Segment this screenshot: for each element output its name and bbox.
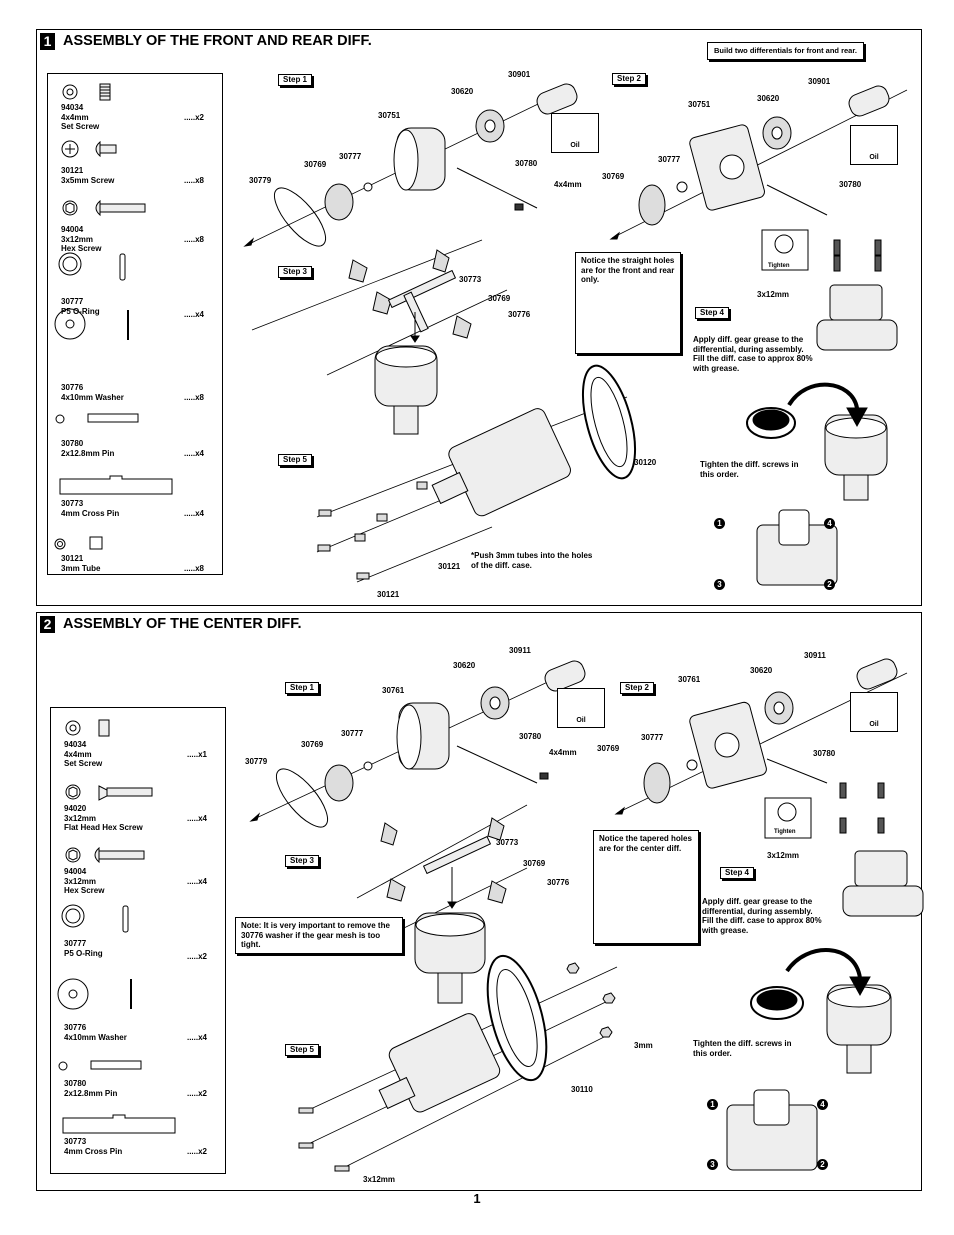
label-3x12mm-screw: 3x12mm (363, 1175, 396, 1184)
oil-box-step2: Oil (850, 125, 898, 165)
section-title: ASSEMBLY OF THE CENTER DIFF. (63, 616, 302, 632)
parts-icons (57, 719, 176, 1134)
note-straight-holes: Notice the straight holes are for the fr… (575, 252, 681, 354)
label-30121: 30121 (438, 562, 461, 571)
label-30110: 30110 (571, 1085, 593, 1094)
step-5-label: Step 5 (285, 1044, 320, 1056)
oil-box-step2: Oil (850, 692, 898, 732)
label-30780: 30780 (515, 159, 538, 168)
step-4-label: Step 4 (695, 307, 730, 319)
label-30769-step3: 30769 (488, 294, 511, 303)
label-3x12mm: 3x12mm (757, 290, 790, 299)
label-set-screw: 4x4mm (554, 180, 582, 189)
build-note: Build two differentials for front and re… (707, 42, 864, 60)
tighten-label: Tighten (768, 263, 790, 269)
label-30779: 30779 (245, 757, 268, 766)
label-30751-step2: 30751 (688, 100, 711, 109)
section-front-rear-diff: 1 ASSEMBLY OF THE FRONT AND REAR DIFF. B… (36, 29, 922, 606)
step-3-label: Step 3 (278, 266, 313, 278)
push-tubes-note: *Push 3mm tubes into the holes of the di… (471, 551, 593, 570)
order-3: 3 (707, 1159, 718, 1170)
label-30751: 30751 (378, 111, 401, 120)
label-30773: 30773 (459, 275, 482, 284)
label-30911-step2: 30911 (804, 651, 826, 660)
label-30620: 30620 (451, 87, 474, 96)
label-30780: 30780 (519, 732, 542, 741)
center-diff-diagram (249, 658, 924, 1172)
oil-box-step1: Oil (557, 688, 605, 728)
label-30769-step2: 30769 (602, 172, 625, 181)
front-rear-diff-diagram (243, 83, 908, 586)
label-30901: 30901 (508, 70, 531, 79)
label-30773: 30773 (496, 838, 519, 847)
label-3x12mm: 3x12mm (767, 851, 800, 860)
label-30761-step2: 30761 (678, 675, 701, 684)
label-30777: 30777 (341, 729, 364, 738)
grease-instruction: Apply diff. gear grease to the different… (702, 897, 822, 935)
parts-icons (54, 83, 173, 550)
label-30769: 30769 (301, 740, 324, 749)
label-30777-step2: 30777 (641, 733, 664, 742)
label-3mm-nut: 3mm (634, 1041, 653, 1050)
label-30769: 30769 (304, 160, 327, 169)
label-30780-step2: 30780 (813, 749, 836, 758)
parts-list: 94034 4x4mm .....x1 Set Screw 94020 3x12… (50, 707, 226, 1174)
label-30777-step2: 30777 (658, 155, 681, 164)
order-3: 3 (714, 579, 725, 590)
note-tapered-holes: Notice the tapered holes are for the cen… (593, 830, 699, 944)
section-title: ASSEMBLY OF THE FRONT AND REAR DIFF. (63, 33, 372, 49)
tighten-label: Tighten (774, 829, 796, 835)
label-30777: 30777 (339, 152, 362, 161)
label-30901-step2: 30901 (808, 77, 831, 86)
label-set-screw: 4x4mm (549, 748, 577, 757)
order-4: 4 (817, 1099, 828, 1110)
grease-instruction: Apply diff. gear grease to the different… (693, 335, 813, 373)
label-30779: 30779 (249, 176, 272, 185)
tighten-instruction: Tighten the diff. screws in this order. (700, 460, 799, 479)
step-1-label: Step 1 (285, 682, 320, 694)
order-2: 2 (824, 579, 835, 590)
label-30776: 30776 (547, 878, 570, 887)
order-1: 1 (707, 1099, 718, 1110)
label-30120: 30120 (634, 458, 657, 467)
label-30620: 30620 (453, 661, 476, 670)
order-4: 4 (824, 518, 835, 529)
label-30620-step2: 30620 (750, 666, 773, 675)
section-center-diff: 2 ASSEMBLY OF THE CENTER DIFF. 94034 4x4… (36, 612, 924, 1191)
washer-note: Note: It is very important to remove the… (235, 917, 403, 954)
label-30761: 30761 (382, 686, 405, 695)
step-5-label: Step 5 (278, 454, 313, 466)
label-30769-step3: 30769 (523, 859, 546, 868)
step-2-label: Step 2 (612, 73, 647, 85)
label-30620-step2: 30620 (757, 94, 780, 103)
tighten-instruction: Tighten the diff. screws in this order. (693, 1039, 792, 1058)
step-3-label: Step 3 (285, 855, 320, 867)
step-1-label: Step 1 (278, 74, 313, 86)
label-30911: 30911 (509, 646, 531, 655)
step-2-label: Step 2 (620, 682, 655, 694)
section-number: 1 (40, 33, 55, 50)
section-number: 2 (40, 616, 55, 633)
parts-list: 94034 4x4mm .....x2 Set Screw 30121 3x5m… (47, 73, 223, 575)
oil-box-step1: Oil (551, 113, 599, 153)
label-30769-step2: 30769 (597, 744, 620, 753)
step-4-label: Step 4 (720, 867, 755, 879)
label-30780-step2: 30780 (839, 180, 862, 189)
label-30776: 30776 (508, 310, 531, 319)
label-30121-b: 30121 (377, 590, 400, 599)
order-1: 1 (714, 518, 725, 529)
page-number: 1 (473, 1191, 481, 1206)
order-2: 2 (817, 1159, 828, 1170)
